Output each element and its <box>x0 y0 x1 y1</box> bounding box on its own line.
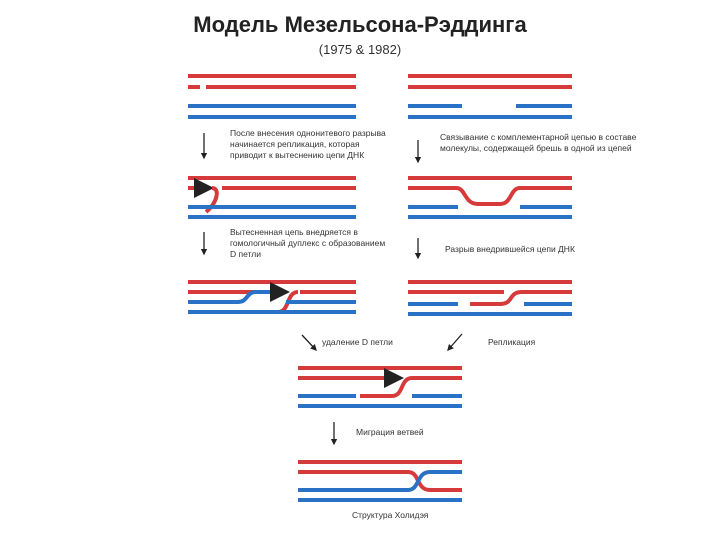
panel-pairing <box>408 176 572 219</box>
displaced-strand <box>204 186 219 214</box>
caption-step3: Связывание с комплементарной цепью в сос… <box>440 132 637 153</box>
arrow-diagonal-icon <box>447 333 463 351</box>
holliday-strand <box>298 470 462 492</box>
panel-d-loop <box>188 280 356 314</box>
caption-d-loop-removal: удаление D петли <box>322 337 393 347</box>
caption-step4: Разрыв внедрившейся цепи ДНК <box>445 244 575 254</box>
caption-replication: Репликация <box>488 337 536 347</box>
arrow-diagonal-icon <box>301 334 317 351</box>
panel-converged <box>298 366 462 408</box>
crossing-strand <box>360 376 413 398</box>
invading-strand <box>455 186 521 206</box>
caption-branch-migration: Миграция ветвей <box>356 427 424 437</box>
page-title: Модель Мезельсона-Рэддинга <box>193 12 527 37</box>
page-subtitle: (1975 & 1982) <box>318 42 402 57</box>
panel-displacement <box>188 176 356 219</box>
panel-gap <box>408 74 572 119</box>
panel-cut <box>408 280 572 316</box>
panel-holliday <box>298 460 462 502</box>
caption-holliday: Структура Холидэя <box>352 510 429 520</box>
cut-strand <box>470 290 523 306</box>
caption-step1: После внесения однонитевого разрыва начи… <box>230 128 386 160</box>
caption-step2: Вытесненная цепь внедряется в гомологичн… <box>230 227 386 259</box>
panel-nick <box>188 74 356 119</box>
d-loop-strand <box>237 290 270 304</box>
